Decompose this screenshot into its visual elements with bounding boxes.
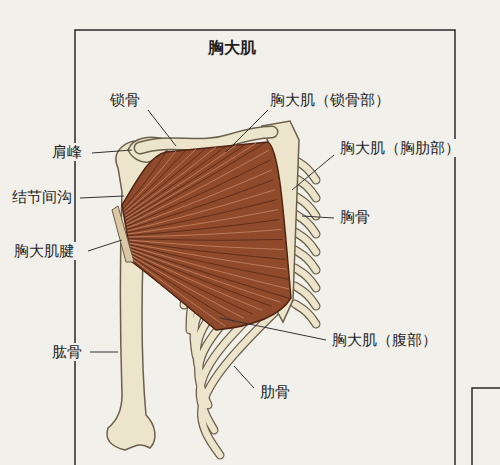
muscle-fibre bbox=[131, 254, 253, 314]
leader-line bbox=[292, 155, 334, 190]
part-label: 胸大肌（腹部） bbox=[330, 331, 439, 349]
muscle-fibre bbox=[128, 220, 279, 236]
part-label: 锁骨 bbox=[108, 91, 142, 109]
muscle-fibre bbox=[127, 180, 273, 230]
muscle-fibre bbox=[131, 252, 262, 310]
tendon bbox=[112, 206, 134, 262]
muscle-fibre bbox=[127, 160, 271, 226]
muscle-fibre bbox=[132, 258, 225, 326]
leader-lines bbox=[80, 110, 334, 388]
muscle-fibre bbox=[126, 142, 266, 223]
muscle-fibre bbox=[128, 200, 277, 233]
muscle-fibre bbox=[128, 230, 280, 238]
frame bbox=[75, 30, 455, 465]
muscle-fibre bbox=[132, 260, 216, 330]
part-label: 结节间沟 bbox=[10, 188, 74, 206]
leader-line bbox=[226, 110, 268, 152]
part-label: 胸大肌腱 bbox=[12, 242, 76, 260]
leader-line bbox=[80, 196, 124, 198]
leader-line bbox=[90, 352, 118, 353]
muscle-fibre bbox=[124, 150, 186, 211]
part-label: 肩峰 bbox=[50, 143, 84, 161]
rib bbox=[295, 304, 316, 324]
muscle-fibre bbox=[125, 148, 206, 214]
part-label: 胸大肌（锁骨部） bbox=[268, 91, 392, 109]
muscle-fibre bbox=[127, 170, 272, 228]
muscle-fibre bbox=[129, 239, 283, 241]
pectoralis-major bbox=[122, 142, 291, 330]
part-label: 胸大肌（胸肋部） bbox=[338, 139, 462, 157]
muscle-fibre bbox=[130, 249, 280, 302]
muscle-fibre bbox=[126, 143, 256, 222]
muscle-fibre bbox=[128, 210, 278, 234]
muscle-fibre bbox=[131, 251, 272, 307]
part-label: 肱骨 bbox=[50, 343, 84, 361]
leader-line bbox=[234, 366, 254, 388]
leader-line bbox=[220, 318, 326, 340]
leader-line bbox=[148, 110, 176, 146]
muscle-fibre bbox=[131, 255, 243, 318]
leader-line bbox=[302, 216, 334, 218]
page-box bbox=[472, 388, 500, 465]
part-label: 肋骨 bbox=[258, 383, 292, 401]
muscle-fibres bbox=[124, 142, 290, 330]
muscle-fibre bbox=[130, 248, 290, 299]
part-label: 胸骨 bbox=[338, 208, 372, 226]
diagram-title: 胸大肌 bbox=[206, 38, 258, 57]
muscle-fibre bbox=[128, 190, 276, 231]
leader-line bbox=[88, 240, 122, 251]
muscle-fibre bbox=[127, 150, 270, 225]
muscle-fibre bbox=[132, 257, 235, 322]
leader-line bbox=[92, 150, 132, 153]
muscle-fibre bbox=[126, 144, 246, 220]
